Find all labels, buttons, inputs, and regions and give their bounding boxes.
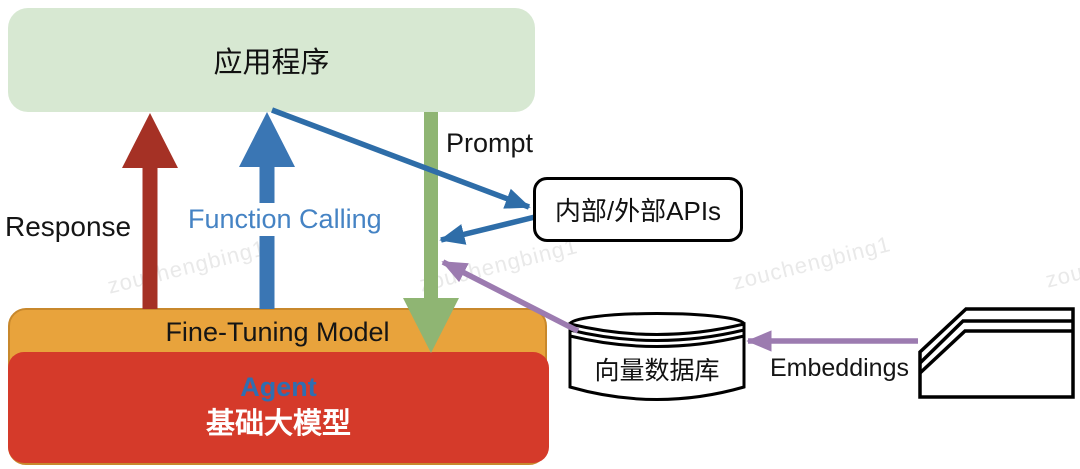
cylinder-ring xyxy=(569,334,745,348)
agent-label: Agent xyxy=(240,372,317,402)
api-response-arrow xyxy=(439,214,536,245)
application-label: 应用程序 xyxy=(213,47,330,79)
agent-base-model-node xyxy=(8,352,549,463)
vector-db-label: 向量数据库 xyxy=(594,357,720,385)
watermark-text: zouchengbing1 xyxy=(729,231,894,295)
base-model-label: 基础大模型 xyxy=(205,408,351,440)
watermark-text: zouchengbing1 xyxy=(416,233,581,297)
documents-stack-icon xyxy=(918,307,1075,399)
response-label: Response xyxy=(5,211,132,242)
function-calling-label: Function Calling xyxy=(181,203,389,236)
fine-tuning-model-label: Fine-Tuning Model xyxy=(165,317,390,347)
watermark-text: zouchengbing1 xyxy=(104,235,269,299)
embeddings-label: Embeddings xyxy=(770,354,909,382)
cylinder-ring xyxy=(569,328,745,342)
apis-node: 内部/外部APIs xyxy=(533,177,743,242)
watermark-text: zouchengbing1 xyxy=(1042,229,1080,293)
apis-label: 内部/外部APIs xyxy=(554,196,722,226)
application-node: 应用程序 xyxy=(8,8,535,112)
prompt-label: Prompt xyxy=(446,128,534,158)
